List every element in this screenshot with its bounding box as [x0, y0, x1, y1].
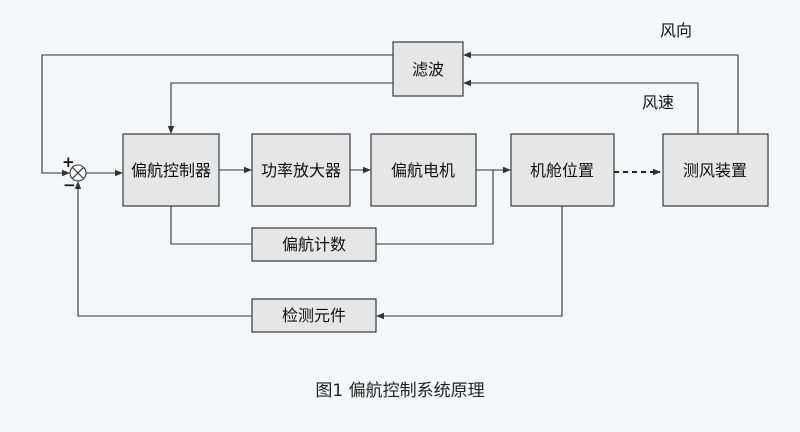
arrow-wind-speed — [463, 79, 699, 134]
summing-junction — [69, 164, 87, 182]
block-power-amplifier-label: 功率放大器 — [261, 161, 341, 180]
block-yaw-motor: 偏航电机 — [370, 133, 477, 207]
arrow-filter-to-controller — [167, 82, 393, 134]
block-filter: 滤波 — [392, 41, 464, 97]
label-wind-speed: 风速 — [642, 93, 674, 112]
block-yaw-count-label: 偏航计数 — [282, 235, 346, 254]
block-detection-element: 检测元件 — [251, 298, 377, 333]
block-yaw-motor-label: 偏航电机 — [391, 161, 455, 180]
block-detection-element-label: 检测元件 — [282, 306, 346, 325]
line-yaw-count-to-motor-output — [376, 170, 494, 245]
block-power-amplifier: 功率放大器 — [251, 133, 351, 207]
figure-caption: 图1 偏航控制系统原理 — [315, 381, 485, 401]
plus-sign: + — [62, 153, 75, 171]
label-wind-direction: 风向 — [660, 21, 692, 40]
block-nacelle-position-label: 机舱位置 — [530, 161, 594, 180]
arrow-nacelle-to-detection — [376, 206, 563, 320]
block-filter-label: 滤波 — [412, 60, 444, 79]
minus-sign: − — [63, 176, 76, 194]
block-yaw-count: 偏航计数 — [251, 227, 377, 262]
block-yaw-controller: 偏航控制器 — [122, 133, 220, 207]
block-wind-measurement: 测风装置 — [662, 133, 769, 207]
block-yaw-controller-label: 偏航控制器 — [131, 161, 211, 180]
block-wind-measurement-label: 测风装置 — [683, 161, 747, 180]
arrow-detection-to-sum — [74, 181, 252, 317]
arrow-filter-to-sum — [41, 54, 393, 177]
line-controller-to-yaw-count — [170, 206, 252, 245]
arrow-wind-direction — [463, 51, 739, 134]
block-nacelle-position: 机舱位置 — [510, 133, 615, 207]
